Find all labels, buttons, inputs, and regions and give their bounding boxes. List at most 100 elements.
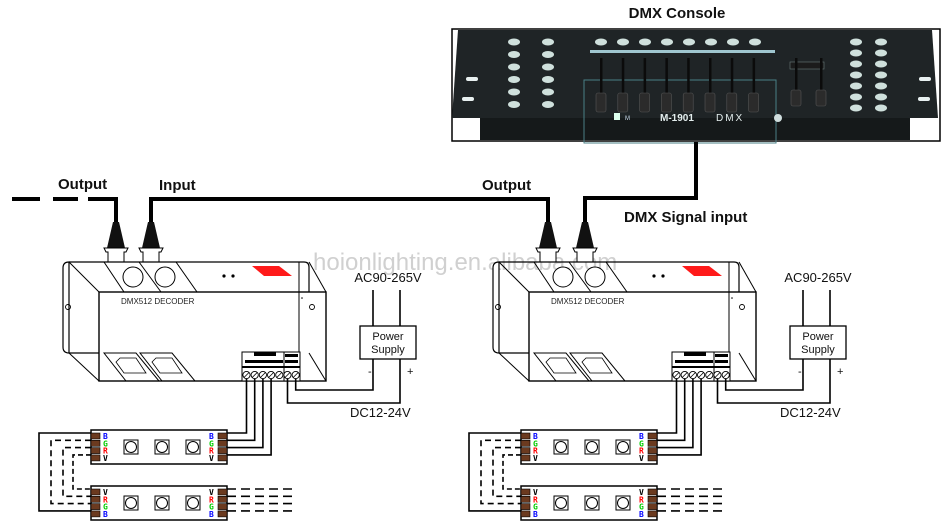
- pin-label-b: B: [533, 510, 538, 519]
- solder-pad: [520, 432, 531, 440]
- connector-plug: [576, 222, 594, 248]
- rgb-wire: [227, 379, 264, 449]
- pin-label-g: G: [639, 439, 644, 448]
- ac-input-label: AC90-265V: [354, 270, 422, 285]
- pin-label-g: G: [209, 503, 214, 512]
- connector-collar: [535, 247, 561, 263]
- power-supply-label: Power: [802, 331, 834, 343]
- connector-plug: [107, 222, 125, 248]
- scene-button: [542, 51, 554, 58]
- dmx-console: M M-1901 DMX: [451, 28, 941, 144]
- solder-pad: [647, 495, 658, 503]
- fader-knob: [595, 92, 607, 113]
- led-chip-icon: [615, 495, 631, 511]
- pin-label-r: R: [533, 447, 538, 456]
- pin-label-b: B: [639, 432, 644, 441]
- console-badge: DMX: [716, 113, 744, 124]
- pin-label-g: G: [533, 503, 538, 512]
- scene-button: [542, 38, 554, 46]
- solder-pad: [647, 432, 658, 440]
- rj45-port: [568, 352, 627, 382]
- power-supply-label: Power: [372, 331, 404, 343]
- fader-track: [730, 58, 734, 103]
- dc-plus-wire: [716, 359, 831, 404]
- led-chip-icon: [584, 495, 600, 511]
- output-label-left: Output: [58, 176, 107, 193]
- solder-pad: [217, 439, 228, 447]
- solder-pad: [647, 503, 658, 510]
- pin-label-b: B: [103, 510, 108, 519]
- console-scanner-buttons: [508, 38, 554, 108]
- channel-button: [727, 38, 739, 46]
- speed-fader-knob: [815, 89, 827, 107]
- power-supply-box: [359, 325, 417, 360]
- pin-label-r: R: [103, 495, 108, 504]
- solder-pad: [90, 510, 101, 518]
- scanner-button: [508, 38, 520, 46]
- function-button: [850, 38, 862, 46]
- led-chip-icon: [553, 439, 569, 455]
- minus-terminal-label: -: [798, 366, 802, 378]
- pin-label-b: B: [533, 432, 538, 441]
- fader-label-strip: [590, 50, 775, 53]
- rgb-wire: [657, 379, 694, 449]
- solder-pad: [217, 488, 228, 496]
- scanner-button: [508, 63, 520, 71]
- fader-track: [621, 58, 625, 103]
- xlr-connector: [103, 222, 129, 263]
- solder-pad: [520, 503, 531, 510]
- rj45-port: [102, 352, 161, 382]
- pin-label-r: R: [639, 495, 644, 504]
- fader-knob: [639, 92, 650, 113]
- dmx-signal-cable: [583, 142, 698, 225]
- connector-collar: [103, 247, 129, 263]
- console-function-buttons: [850, 38, 887, 112]
- pin-label-r: R: [533, 495, 538, 504]
- fader-track: [600, 58, 603, 103]
- solder-pad: [90, 454, 101, 462]
- rgb-wire: [657, 379, 686, 442]
- scene-button: [542, 101, 554, 108]
- dc-minus-wire: [294, 359, 374, 391]
- dmx512-decoder: DMX512 DECODER: [62, 261, 327, 382]
- decoder-left-flange: [62, 261, 70, 354]
- led-chip-icon: [123, 439, 139, 455]
- led-chip-icon: [185, 439, 201, 455]
- address-display: [682, 266, 722, 276]
- strip-link-wire: [480, 439, 521, 505]
- plus-terminal-label: +: [407, 366, 413, 378]
- rgb-wire: [227, 379, 272, 456]
- channel-button: [749, 38, 761, 46]
- scene-button: [542, 88, 554, 96]
- connector-plug: [142, 222, 160, 248]
- function-button: [850, 60, 862, 68]
- solder-pad: [90, 488, 101, 496]
- rack-slot: [919, 77, 931, 81]
- connector-collar: [138, 247, 164, 263]
- solder-pad: [90, 432, 101, 440]
- power-supply-box: [789, 325, 847, 360]
- console-speed-faders: [790, 58, 827, 107]
- fader-track: [709, 58, 712, 103]
- console-display: [789, 61, 825, 70]
- pin-label-r: R: [639, 447, 644, 456]
- xlr-connector: [572, 222, 598, 263]
- rack-slot: [466, 77, 478, 81]
- rgb-wire: [227, 379, 256, 442]
- fader-knob: [617, 92, 629, 113]
- pin-label-r: R: [209, 447, 214, 456]
- dc-plus-wire: [286, 359, 401, 404]
- scanner-button: [508, 51, 520, 58]
- status-led: [231, 274, 235, 278]
- solder-pad: [520, 439, 531, 447]
- dc-minus-wire: [724, 359, 804, 391]
- rack-slot: [918, 97, 930, 101]
- channel-button: [617, 38, 629, 46]
- pin-label-g: G: [533, 439, 538, 448]
- fader-knob: [682, 92, 694, 113]
- svg-text:M: M: [625, 116, 630, 122]
- function-button: [875, 49, 887, 57]
- rj45-port-inner: [151, 357, 183, 374]
- dmx-output-cable: [88, 197, 118, 225]
